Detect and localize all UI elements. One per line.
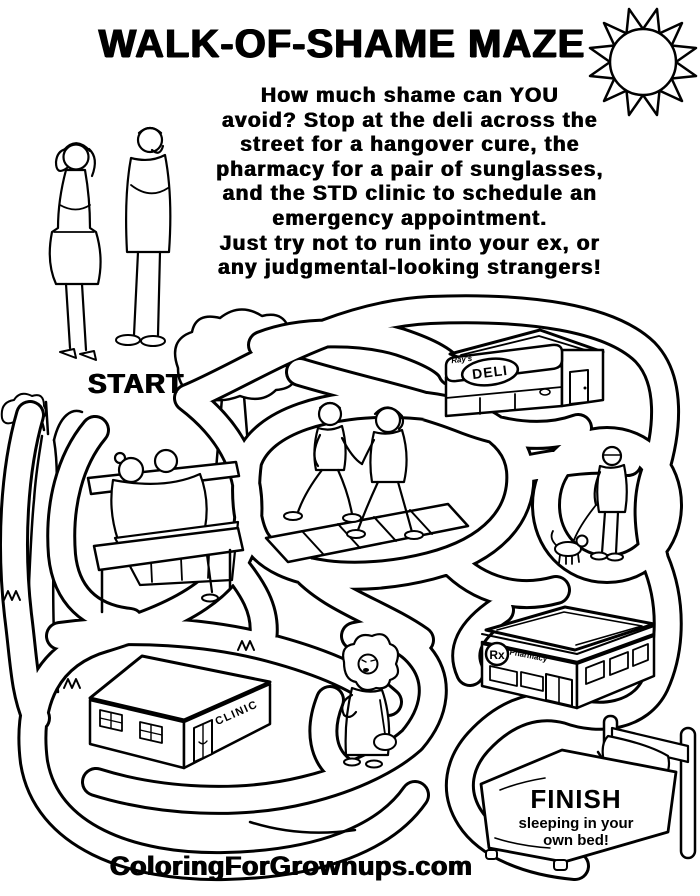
page-title: WALK-OF-SHAME MAZE xyxy=(98,22,586,66)
svg-text:Rx: Rx xyxy=(489,648,505,662)
grass-icon xyxy=(3,590,255,689)
rx-logo: Rx xyxy=(484,641,510,667)
hungover-woman xyxy=(48,142,102,361)
deli-owner-sign: Ray's xyxy=(451,354,474,366)
instruction-line: street for a hangover cure, the xyxy=(240,133,580,157)
judgmental-woman-illustration xyxy=(341,633,400,769)
finish-bed: FINISH sleeping in your own bed! xyxy=(479,714,697,871)
dog-walker-illustration xyxy=(550,445,628,565)
instruction-line: emergency appointment. xyxy=(272,206,548,230)
hungover-man xyxy=(115,126,172,347)
deli-building: DELI Ray's xyxy=(444,328,605,418)
pharmacy-building: Rx Pharmacy xyxy=(480,605,656,710)
finish-sub1: sleeping in your xyxy=(518,815,633,832)
instructions: How much shame can YOU avoid? Stop at th… xyxy=(118,84,700,281)
finish-label: FINISH xyxy=(530,784,621,814)
instruction-line: avoid? Stop at the deli across the xyxy=(222,108,598,132)
clinic-building: CLINIC xyxy=(88,654,272,770)
walking-couple-illustration xyxy=(283,401,424,540)
instruction-line: any judgmental-looking strangers! xyxy=(218,256,602,280)
clinic-window xyxy=(99,709,163,744)
finish-sub2: own bed! xyxy=(543,832,609,849)
start-label: START xyxy=(88,368,185,399)
instruction-line: How much shame can YOU xyxy=(261,84,559,107)
instruction-line: and the STD clinic to schedule an xyxy=(222,182,598,206)
hungover-couple-illustration xyxy=(48,126,172,361)
dog-icon xyxy=(550,530,589,565)
sun-icon xyxy=(588,7,698,117)
deli-sign: DELI xyxy=(471,362,509,382)
instruction-line: pharmacy for a pair of sunglasses, xyxy=(216,157,604,181)
bench-couple-illustration xyxy=(86,448,245,614)
site-url: ColoringForGrownups.com xyxy=(110,851,473,881)
instruction-line: Just try not to run into your ex, or xyxy=(219,231,601,255)
